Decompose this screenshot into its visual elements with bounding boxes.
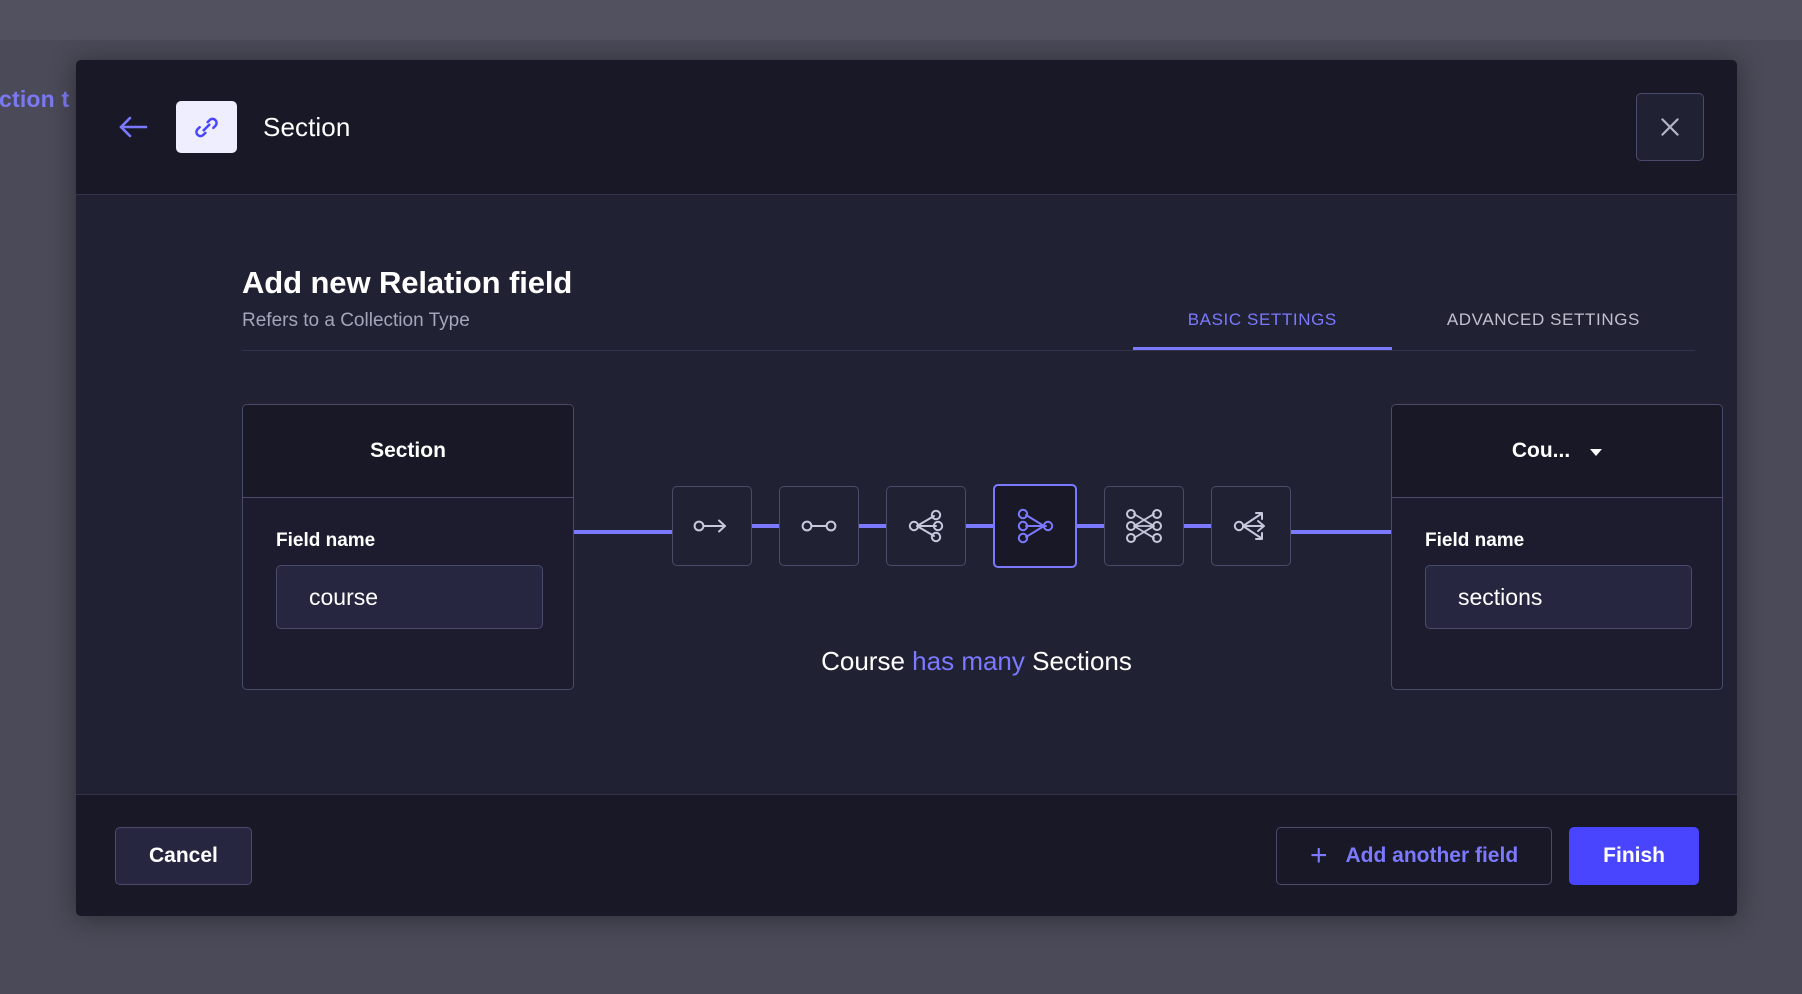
target-field-name-input[interactable] xyxy=(1425,565,1692,629)
connector-left xyxy=(574,530,672,534)
target-card-body: Field name xyxy=(1392,498,1722,629)
target-card: Cou... Field name xyxy=(1391,404,1723,690)
link-badge xyxy=(176,101,237,153)
relation-type-one-to-many[interactable] xyxy=(886,486,966,566)
one-way-many-icon xyxy=(1233,512,1265,540)
source-card-header: Section xyxy=(243,405,573,498)
close-x-icon xyxy=(1661,118,1679,136)
one-to-one-arrow-icon xyxy=(693,519,726,533)
relation-type-many-to-many[interactable] xyxy=(1104,486,1184,566)
target-card-title: Cou... xyxy=(1511,439,1571,462)
relation-sentence: Course has many Sections xyxy=(76,646,1737,677)
source-field-name-input[interactable] xyxy=(276,565,543,629)
arrow-left-icon xyxy=(119,116,148,138)
page-subtitle: Refers to a Collection Type xyxy=(242,310,470,331)
source-card-body: Field name xyxy=(243,498,573,629)
title-row: Add new Relation field Refers to a Colle… xyxy=(242,265,1695,351)
page-title: Add new Relation field xyxy=(242,265,573,300)
header-title: Section xyxy=(263,111,351,142)
relation-type-one-to-one-arrow[interactable] xyxy=(672,486,752,566)
plus-icon: + xyxy=(1309,838,1328,872)
add-another-field-label: Add another field xyxy=(1345,843,1519,867)
relation-type-many-to-one[interactable] xyxy=(993,484,1077,568)
relation-sentence-right: Sections xyxy=(1032,646,1132,676)
source-card: Section Field name xyxy=(242,404,574,690)
relation-type-selector xyxy=(672,484,1291,568)
background-topbar xyxy=(0,0,1802,40)
settings-tabs: BASIC SETTINGS ADVANCED SETTINGS xyxy=(1132,310,1695,350)
connector-seg-2 xyxy=(859,524,886,528)
add-another-field-button[interactable]: + Add another field xyxy=(1275,826,1553,885)
connector-right xyxy=(1282,530,1391,534)
back-button[interactable] xyxy=(112,106,154,148)
target-card-header[interactable]: Cou... xyxy=(1392,405,1722,498)
one-to-many-icon xyxy=(908,509,944,543)
many-to-one-icon xyxy=(1017,508,1054,544)
modal-footer: Cancel + Add another field Finish xyxy=(76,794,1737,916)
cancel-button[interactable]: Cancel xyxy=(115,826,252,885)
finish-button[interactable]: Finish xyxy=(1569,826,1699,885)
relation-type-one-way-many[interactable] xyxy=(1211,486,1291,566)
link-chain-icon xyxy=(195,117,218,137)
modal-body: Add new Relation field Refers to a Colle… xyxy=(76,195,1737,794)
title-block: Add new Relation field Refers to a Colle… xyxy=(242,265,572,350)
chevron-down-icon xyxy=(1590,449,1603,456)
connector-seg-5 xyxy=(1184,524,1211,528)
modal-header: Section xyxy=(76,60,1737,195)
background-occluded-text: ection t xyxy=(0,86,70,112)
source-card-title: Section xyxy=(370,439,446,462)
source-field-label: Field name xyxy=(276,530,376,551)
tab-advanced-settings[interactable]: ADVANCED SETTINGS xyxy=(1446,310,1640,329)
many-to-many-icon xyxy=(1126,509,1162,543)
relation-diagram: Section Field name xyxy=(76,384,1737,764)
tab-basic-settings[interactable]: BASIC SETTINGS xyxy=(1132,310,1392,350)
connector-seg-3 xyxy=(966,524,993,528)
relation-field-modal: Section Add new Relation field Refers to… xyxy=(76,60,1737,916)
target-field-label: Field name xyxy=(1425,530,1525,551)
relation-sentence-left: Course xyxy=(821,646,905,676)
relation-sentence-highlight: has many xyxy=(912,646,1025,676)
connector-seg-4 xyxy=(1077,524,1104,528)
relation-type-one-to-one[interactable] xyxy=(779,486,859,566)
one-to-one-icon xyxy=(801,520,837,532)
connector-seg-1 xyxy=(752,524,779,528)
close-button[interactable] xyxy=(1636,93,1704,161)
